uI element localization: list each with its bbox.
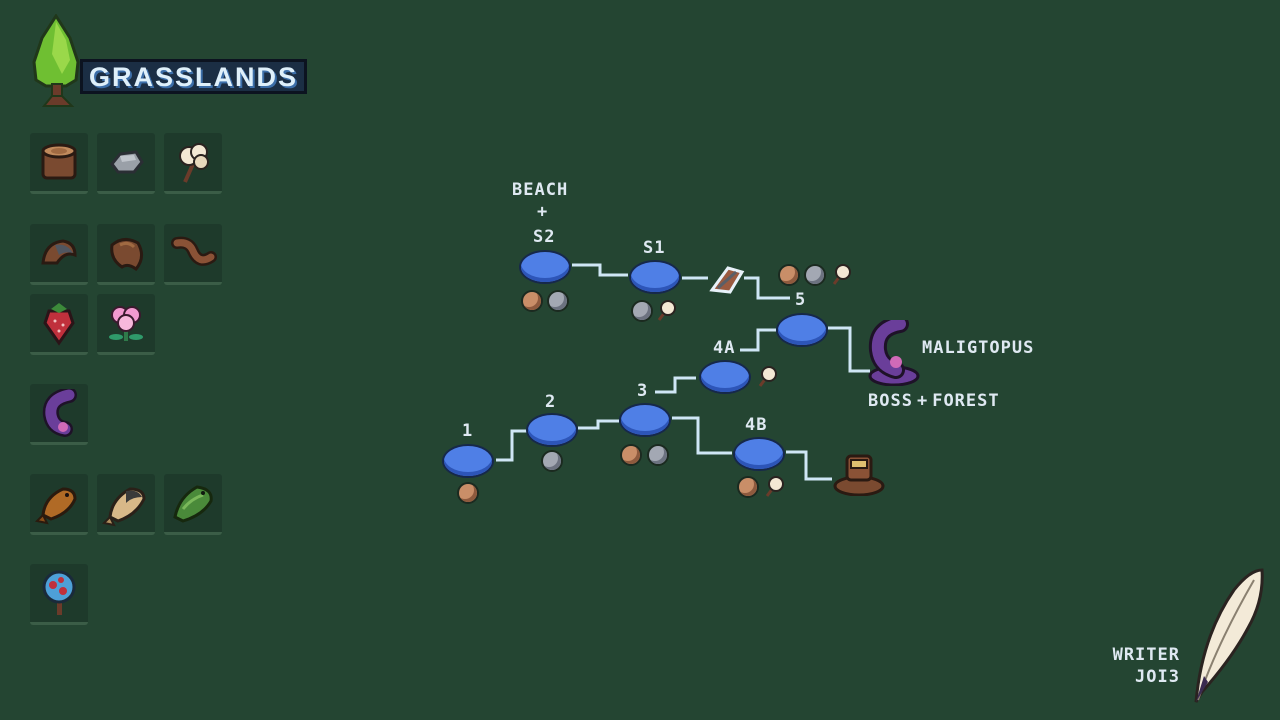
maligtopus-boss-icon (868, 320, 920, 386)
reward-orange-ball (739, 478, 757, 496)
inventory-slot-berry-tree[interactable] (30, 564, 88, 625)
reward-cotton-icon (765, 476, 784, 497)
feather-item-icon (709, 266, 745, 294)
area-title: GRASSLANDS (26, 14, 308, 110)
cotton-icon (179, 143, 209, 183)
inventory-slot-wood-log[interactable] (30, 133, 88, 194)
inventory-slot-pink-flower[interactable] (97, 294, 155, 355)
map-node-3[interactable] (621, 405, 669, 435)
brown-shell-icon (110, 238, 143, 272)
inventory-slot-cotton[interactable] (164, 133, 222, 194)
credit-line-2: JOI3 (1135, 667, 1180, 687)
worm-icon (171, 236, 217, 266)
berry-tree-icon (42, 570, 76, 615)
node-label-1: 1 (462, 421, 474, 441)
wood-log-icon (41, 143, 77, 180)
map-node-5[interactable] (778, 315, 826, 345)
reward-gray-ball (633, 302, 651, 320)
beach-plus: + (537, 202, 549, 222)
forest-label: FOREST (932, 391, 1000, 411)
treasure-chest-icon (833, 454, 885, 496)
credit-block: WRITER JOI3 (1113, 644, 1180, 688)
reward-orange-ball (523, 292, 541, 310)
reward-orange-ball (780, 266, 798, 284)
map-node-2[interactable] (528, 415, 576, 445)
reward-orange-ball (622, 446, 640, 464)
map-node-4b[interactable] (735, 439, 783, 469)
inventory-slot-purple-tentacle[interactable] (30, 384, 88, 445)
tan-fish-icon (102, 487, 146, 527)
tree-icon (32, 14, 80, 107)
inventory-slot-brown-shell[interactable] (97, 224, 155, 285)
reward-orange-ball (459, 484, 477, 502)
stone-icon (110, 150, 144, 174)
node-label-4b: 4B (745, 415, 768, 435)
area-title-text: GRASSLANDS (80, 59, 308, 94)
boss-forest-label: BOSS+FOREST (868, 391, 1000, 411)
inventory-slot-strawberry[interactable] (30, 294, 88, 355)
map-node-s1[interactable] (631, 262, 679, 292)
inventory-slot-brown-fish[interactable] (30, 474, 88, 535)
green-fish-icon (173, 485, 213, 523)
brown-fish-icon (35, 487, 77, 525)
map-node-s2[interactable] (521, 252, 569, 282)
reward-gray-ball (649, 446, 667, 464)
boss-plus: + (916, 391, 929, 411)
reward-cotton-icon (758, 366, 777, 387)
pink-flower-icon (109, 306, 143, 341)
beach-label: BEACH (512, 180, 569, 200)
dark-shell-icon (41, 239, 77, 265)
reward-cotton-icon (832, 264, 851, 285)
node-label-5: 5 (795, 290, 807, 310)
node-label-s1: S1 (643, 238, 666, 258)
purple-tentacle-icon (42, 389, 77, 437)
boss-name-label: MALIGTOPUS (922, 338, 1035, 358)
node-label-2: 2 (545, 392, 557, 412)
reward-gray-ball (806, 266, 824, 284)
inventory-slot-tan-fish[interactable] (97, 474, 155, 535)
node-label-4a: 4A (713, 338, 736, 358)
map-node-4a[interactable] (701, 362, 749, 392)
inventory-slot-stone[interactable] (97, 133, 155, 194)
node-label-s2: S2 (533, 227, 556, 247)
reward-cotton-icon (657, 300, 676, 321)
inventory-slot-green-fish[interactable] (164, 474, 222, 535)
reward-gray-ball (543, 452, 561, 470)
reward-gray-ball (549, 292, 567, 310)
quill-feather-icon (1194, 568, 1264, 703)
boss-label: BOSS (868, 391, 913, 411)
credit-line-1: WRITER (1112, 645, 1180, 665)
map-node-1[interactable] (444, 446, 492, 476)
strawberry-icon (43, 303, 75, 346)
node-label-3: 3 (637, 381, 649, 401)
inventory-slot-worm[interactable] (164, 224, 222, 285)
inventory-slot-dark-shell[interactable] (30, 224, 88, 285)
